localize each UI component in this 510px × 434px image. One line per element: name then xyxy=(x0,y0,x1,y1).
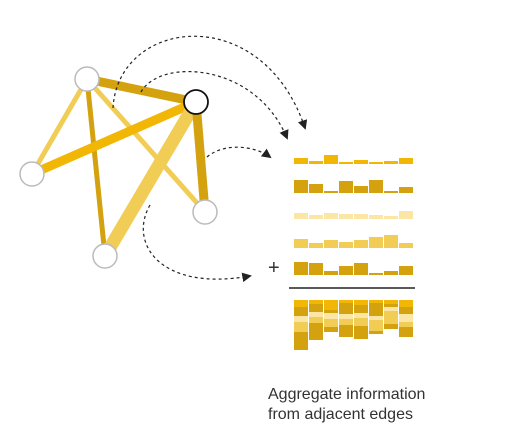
plus-operator: + xyxy=(268,257,280,279)
edge-n2-n4 xyxy=(191,101,210,213)
feature-row-3 xyxy=(294,211,413,219)
caption-line-1: Aggregate information xyxy=(268,386,425,403)
node-n3 xyxy=(19,161,45,187)
feature-row-2 xyxy=(294,180,413,193)
feature-row-4 xyxy=(294,235,413,248)
edge-n3-n2 xyxy=(30,97,198,179)
feature-row-5 xyxy=(294,262,413,275)
arrow-upper xyxy=(140,71,289,140)
node-n4 xyxy=(192,199,218,225)
edge-n1-n3 xyxy=(29,77,90,176)
node-n5 xyxy=(92,243,118,269)
edge-n2-n5 xyxy=(99,98,202,260)
node-n2-highlighted xyxy=(183,89,209,115)
node-n1 xyxy=(74,66,100,92)
edge-n1-n5 xyxy=(84,78,108,257)
feature-row-1 xyxy=(294,155,413,164)
arrow-middle xyxy=(206,146,272,159)
arrow-lower xyxy=(142,204,252,283)
edge-feature-rows xyxy=(294,155,413,275)
arrow-outer xyxy=(112,35,308,130)
aggregated-result xyxy=(294,300,413,350)
caption: Aggregate information from adjacent edge… xyxy=(268,386,425,423)
graph-edges xyxy=(29,74,210,260)
graph-nodes xyxy=(19,66,218,269)
caption-line-2: from adjacent edges xyxy=(268,406,413,423)
message-arrows xyxy=(112,35,308,283)
edge-n1-n4 xyxy=(85,77,207,214)
